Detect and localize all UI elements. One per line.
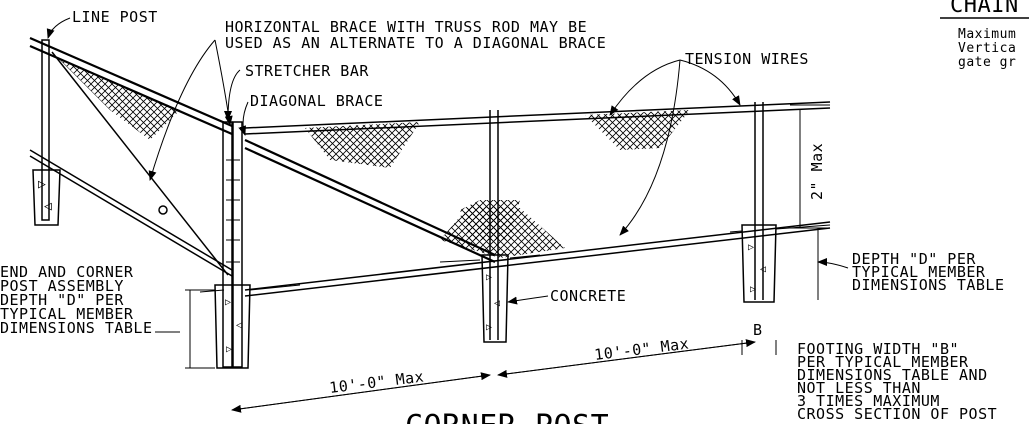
- stretcher-bar-label: STRETCHER BAR: [245, 62, 369, 80]
- two-in-max-label: 2" Max: [808, 143, 826, 200]
- svg-text:▷: ▷: [750, 284, 756, 295]
- svg-text:▷: ▷: [38, 177, 46, 192]
- horizontal-brace-label-2: USED AS AN ALTERNATE TO A DIAGONAL BRACE: [225, 34, 606, 52]
- svg-text:▷: ▷: [486, 272, 492, 283]
- chain-line-1: Maximum: [958, 27, 1016, 42]
- line-post-label: LINE POST: [72, 8, 158, 26]
- concrete-label: CONCRETE: [550, 287, 626, 305]
- depth-d-label-2: TYPICAL MEMBER: [852, 263, 986, 281]
- b-label: B: [753, 321, 763, 339]
- depth-d-label-1: DEPTH "D" PER: [852, 250, 976, 268]
- svg-text:◁: ◁: [44, 199, 52, 214]
- corner-post: ▷ ◁ ▷: [214, 121, 251, 369]
- diagonal-brace-label: DIAGONAL BRACE: [250, 92, 383, 110]
- chain-line-3: gate gr: [958, 55, 1016, 70]
- svg-text:▷: ▷: [225, 297, 231, 308]
- svg-text:◁: ◁: [760, 264, 766, 275]
- footing-label-2: PER TYPICAL MEMBER: [797, 353, 969, 371]
- footing-label-3: DIMENSIONS TABLE AND: [797, 366, 988, 384]
- line-post: ▷ ◁: [32, 39, 61, 226]
- depth-d-label-3: DIMENSIONS TABLE: [852, 276, 1005, 294]
- svg-text:▷: ▷: [226, 344, 232, 355]
- svg-text:▷: ▷: [748, 242, 754, 253]
- end-corner-label-5: DIMENSIONS TABLE: [0, 319, 153, 337]
- footing-label-5: 3 TIMES MAXIMUM: [797, 392, 940, 410]
- chain-line-2: Vertica: [958, 41, 1016, 56]
- footing-label-1: FOOTING WIDTH "B": [797, 340, 959, 358]
- end-corner-label-1: END AND CORNER: [0, 263, 134, 281]
- end-corner-label-4: TYPICAL MEMBER: [0, 305, 134, 323]
- leaders: [46, 17, 849, 333]
- end-corner-label-2: POST ASSEMBLY: [0, 277, 124, 295]
- dim-left-label: 10'-0" Max: [328, 367, 425, 396]
- footing-label-4: NOT LESS THAN: [797, 379, 921, 397]
- footing-label-6: CROSS SECTION OF POST: [797, 405, 997, 423]
- dim-right-label: 10'-0" Max: [593, 334, 690, 363]
- middle-post: ▷ ◁ ▷: [481, 110, 509, 343]
- svg-text:◁: ◁: [494, 298, 500, 309]
- right-post: ▷ ◁ ▷: [741, 102, 777, 303]
- chain-heading: CHAIN: [950, 0, 1019, 18]
- svg-text:▷: ▷: [486, 322, 492, 333]
- horizontal-brace-label-1: HORIZONTAL BRACE WITH TRUSS ROD MAY BE: [225, 18, 587, 36]
- corner-post-title: CORNER POST: [405, 409, 609, 424]
- fabric-mesh: [60, 60, 690, 258]
- tension-wires-label: TENSION WIRES: [685, 50, 809, 68]
- rails: [29, 36, 831, 297]
- ground: [199, 224, 831, 293]
- svg-text:◁: ◁: [236, 320, 242, 331]
- end-corner-label-3: DEPTH "D" PER: [0, 291, 124, 309]
